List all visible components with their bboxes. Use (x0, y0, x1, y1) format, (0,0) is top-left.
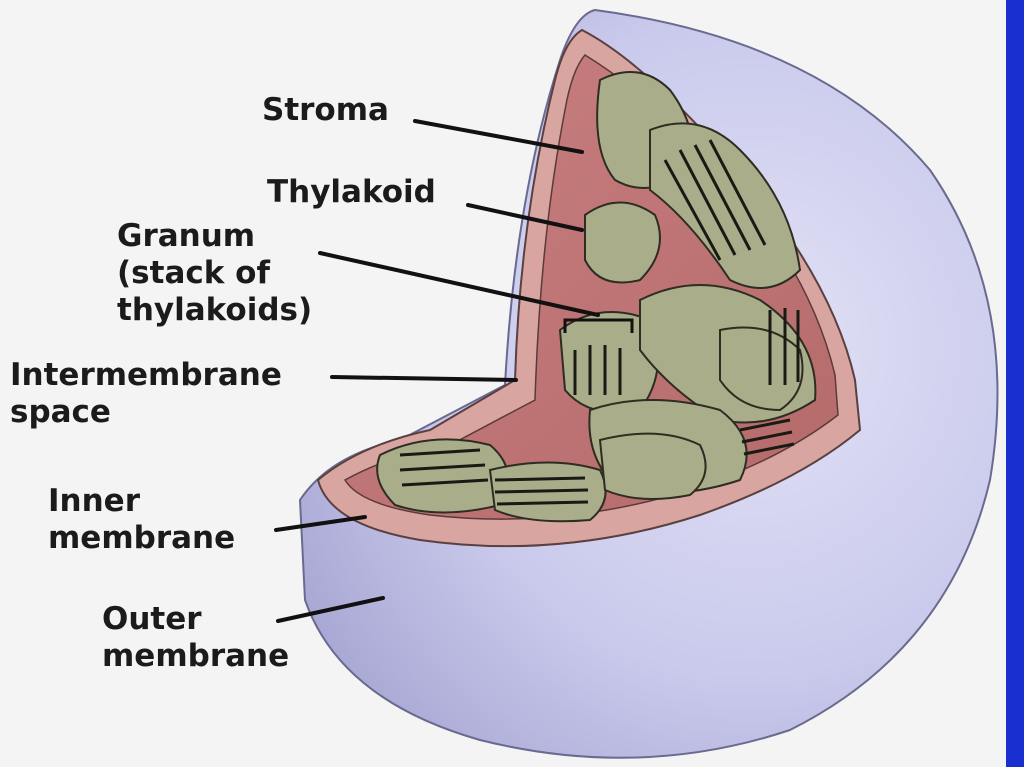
label-granum: Granum (stack of thylakoids) (117, 218, 312, 329)
label-intermembrane-space: Intermembrane space (10, 357, 282, 431)
label-thylakoid: Thylakoid (267, 174, 436, 211)
label-stroma: Stroma (262, 92, 389, 129)
side-accent-bar (1006, 0, 1024, 767)
label-outer-membrane: Outer membrane (102, 601, 289, 675)
label-inner-membrane: Inner membrane (48, 483, 235, 557)
